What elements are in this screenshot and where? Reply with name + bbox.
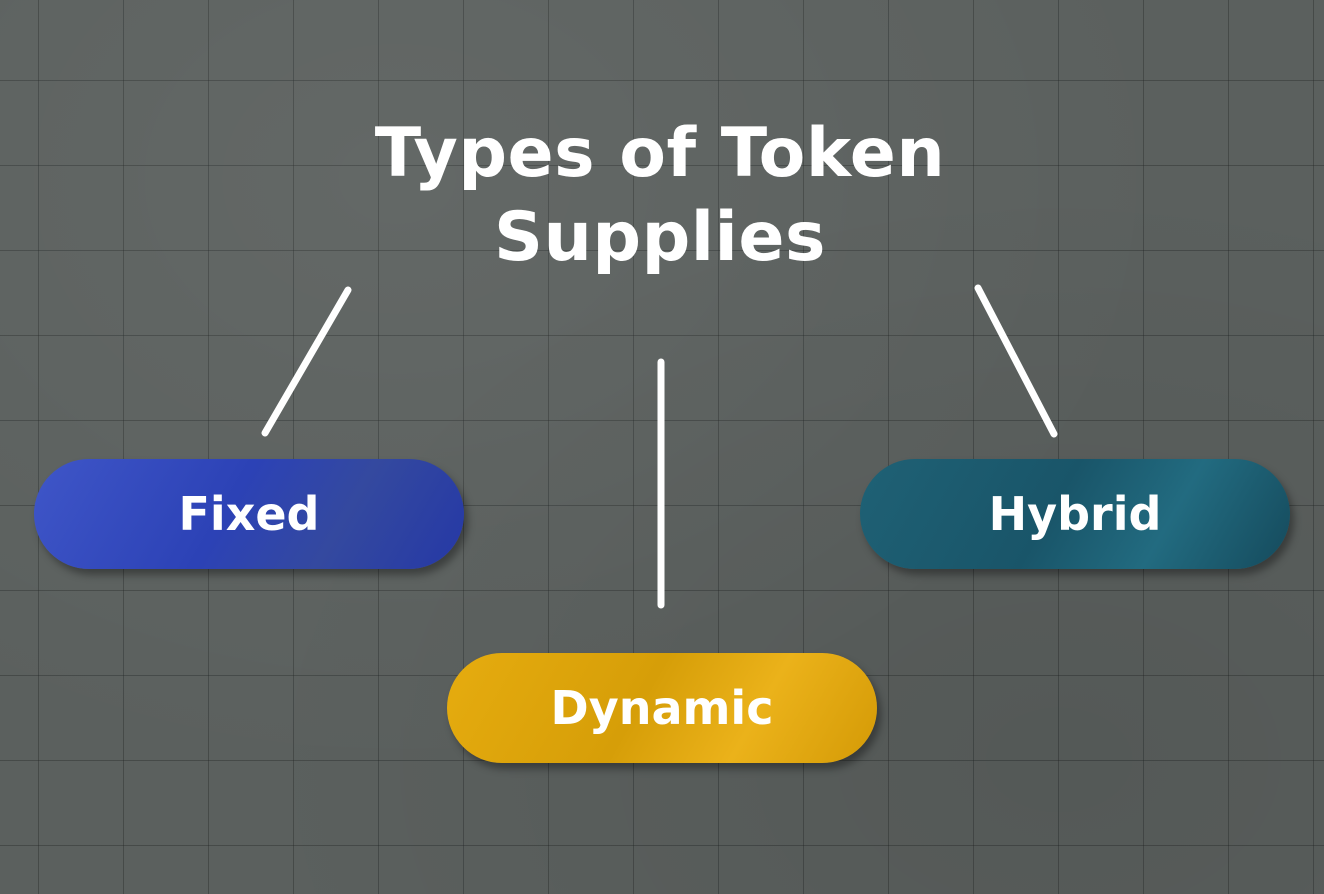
node-dynamic: Dynamic xyxy=(447,653,877,763)
diagram-title: Types of Token Supplies xyxy=(374,114,946,277)
node-hybrid: Hybrid xyxy=(860,459,1290,569)
node-fixed-label: Fixed xyxy=(178,487,320,541)
connector-hybrid xyxy=(974,284,1058,438)
node-fixed: Fixed xyxy=(34,459,464,569)
node-hybrid-label: Hybrid xyxy=(988,487,1162,541)
node-dynamic-label: Dynamic xyxy=(550,681,774,735)
connector-fixed xyxy=(261,286,352,437)
